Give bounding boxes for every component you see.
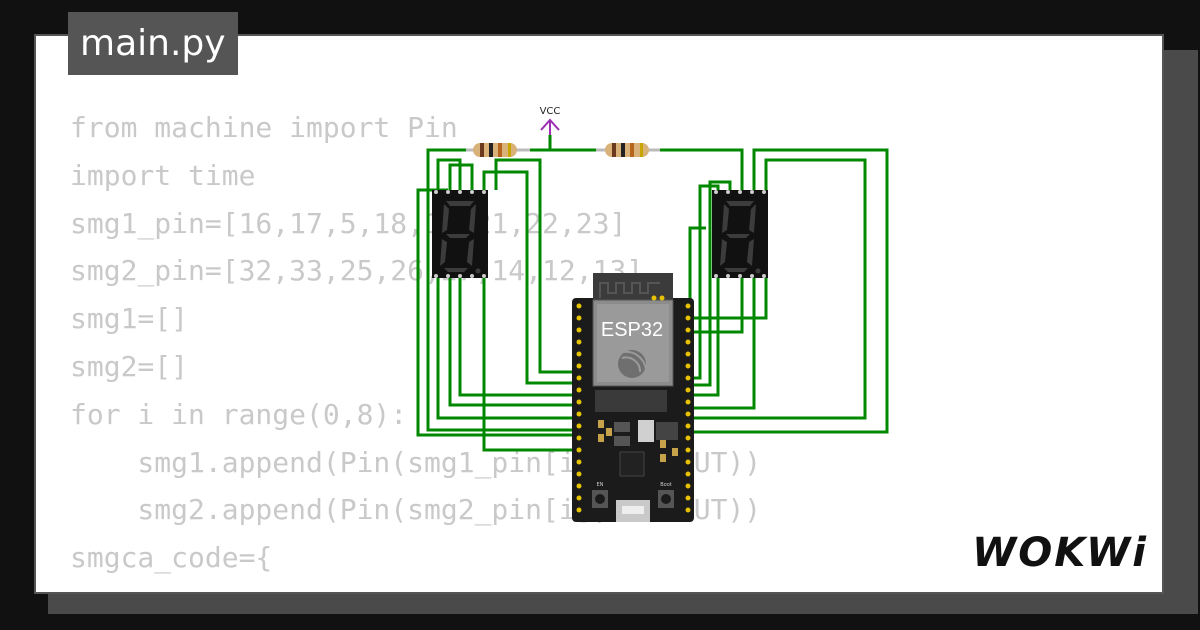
code-line: from machine import Pin	[70, 111, 458, 144]
vcc-label: VCC	[540, 106, 561, 117]
wire	[690, 278, 744, 334]
boot-label: Boot	[660, 482, 672, 488]
code-line: import time	[70, 158, 256, 192]
wire	[690, 278, 756, 410]
seven-segment-display[interactable]	[432, 190, 488, 278]
espressif-logo-icon	[618, 350, 648, 378]
seven-segment-display[interactable]	[712, 190, 768, 278]
esp32-board[interactable]: ESP32 Boot EN	[572, 273, 694, 522]
boot-button[interactable]: Boot	[658, 482, 674, 508]
wires	[416, 135, 889, 452]
code-line: '0':0xC0, '1':0xF9, '2':0xA4, '3':0xB0,	[70, 582, 794, 592]
wire	[652, 148, 744, 190]
wire	[690, 180, 732, 387]
board-label: ESP32	[601, 319, 663, 341]
wire	[690, 278, 768, 320]
wire	[690, 158, 867, 420]
code-line: smg2=[]	[70, 349, 189, 383]
en-button[interactable]	[592, 490, 608, 508]
code-line: smg2_pin=[32,33,25,26,27,14,12,13]	[70, 254, 644, 288]
wire	[548, 135, 600, 152]
wire	[482, 170, 575, 385]
wire	[494, 158, 575, 374]
wire	[426, 148, 575, 432]
code-line: smg1=[]	[70, 302, 189, 336]
resistor[interactable]	[466, 143, 530, 157]
wire	[688, 226, 706, 318]
resistor[interactable]	[596, 143, 660, 157]
vcc-symbol: VCC	[540, 106, 561, 135]
wire	[482, 278, 575, 452]
code-line: for i in range(0,8):	[70, 397, 408, 431]
wokwi-logo: WOKWi	[972, 530, 1148, 576]
left-pin-header	[576, 303, 582, 513]
wire	[448, 163, 575, 407]
code-line: smgca_code={	[70, 541, 273, 575]
en-label: EN	[597, 482, 604, 488]
wire	[690, 148, 889, 434]
wire	[690, 184, 720, 380]
file-tab[interactable]: main.py	[68, 12, 238, 75]
code-line: smg1_pin=[16,17,5,18,19,21,22,23]	[70, 206, 627, 240]
wire	[458, 278, 575, 397]
right-pin-header	[685, 303, 691, 513]
